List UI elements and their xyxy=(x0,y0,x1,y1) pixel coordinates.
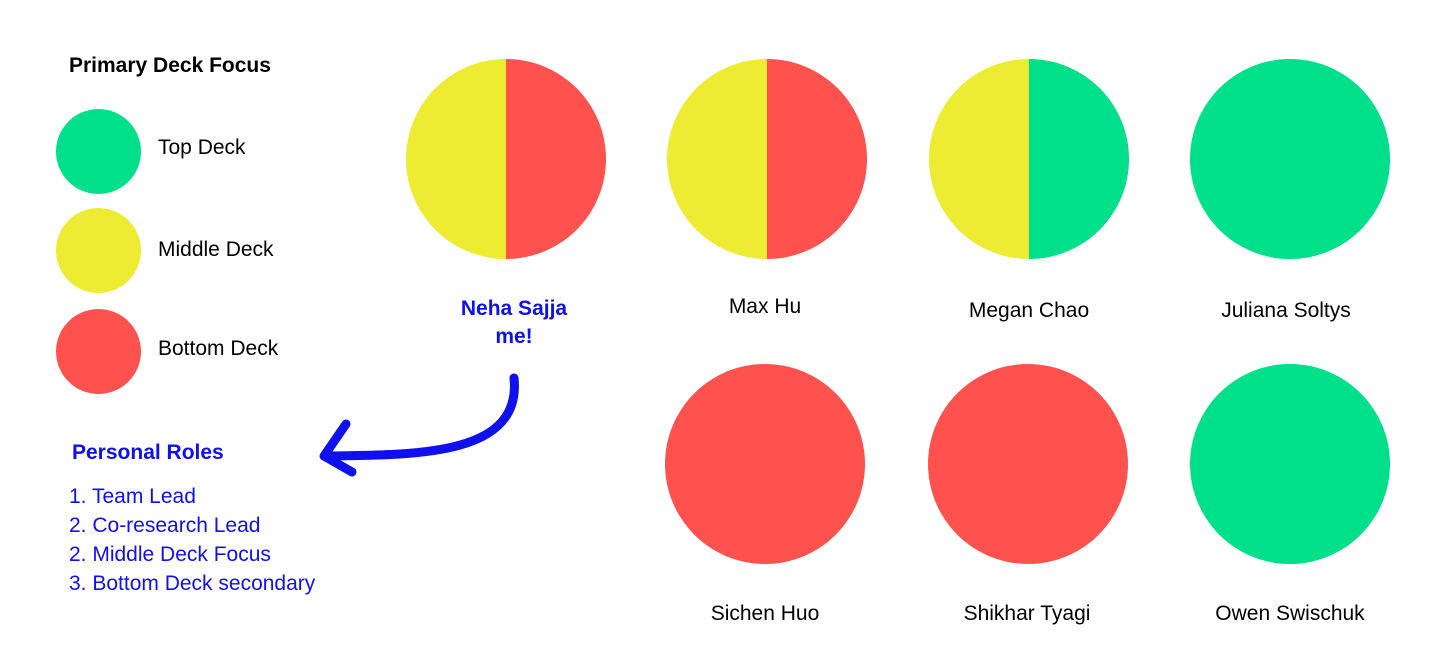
role-item: 2. Middle Deck Focus xyxy=(69,543,271,566)
deck-segment-bottom-deck xyxy=(928,364,1128,564)
top-deck-swatch xyxy=(56,109,141,194)
member-circle-megan-chao xyxy=(929,59,1129,259)
deck-segment-bottom-deck xyxy=(767,59,867,259)
deck-segment-top-deck xyxy=(1190,59,1390,259)
member-note: me! xyxy=(495,325,533,348)
member-name-shikhar-tyagi: Shikhar Tyagi xyxy=(963,602,1091,625)
member-name-text: Neha Sajja xyxy=(460,297,568,320)
deck-segment-top-deck xyxy=(1190,364,1390,564)
member-circle-juliana-soltys xyxy=(1190,59,1390,259)
member-name-megan-chao: Megan Chao xyxy=(968,299,1090,322)
member-circle-neha-sajja xyxy=(406,59,606,259)
role-item: 3. Bottom Deck secondary xyxy=(69,572,316,595)
deck-segment-bottom-deck xyxy=(506,59,606,259)
deck-segment-middle-deck xyxy=(406,59,506,259)
member-name-neha-sajja: Neha Sajja me! xyxy=(394,295,634,351)
deck-segment-middle-deck xyxy=(667,59,767,259)
bottom-deck-swatch xyxy=(56,309,141,394)
member-name-max-hu: Max Hu xyxy=(728,295,802,318)
arrow-head xyxy=(319,419,357,477)
arrow-shaft xyxy=(323,373,519,461)
legend-label-middle-deck: Middle Deck xyxy=(158,238,274,261)
personal-roles-title: Personal Roles xyxy=(72,441,224,464)
middle-deck-swatch xyxy=(56,208,141,293)
personal-roles-list: 1. Team Lead 2. Co-research Lead 2. Midd… xyxy=(69,482,315,598)
role-item: 1. Team Lead xyxy=(69,485,196,508)
deck-segment-bottom-deck xyxy=(665,364,865,564)
member-name-juliana-soltys: Juliana Soltys xyxy=(1221,299,1351,322)
member-circle-max-hu xyxy=(667,59,867,259)
deck-segment-top-deck xyxy=(1029,59,1129,259)
member-name-sichen-huo: Sichen Huo xyxy=(710,602,820,625)
legend-title: Primary Deck Focus xyxy=(69,54,271,77)
member-circles xyxy=(406,59,1390,564)
member-circle-owen-swischuk xyxy=(1190,364,1390,564)
member-name-owen-swischuk: Owen Swischuk xyxy=(1215,602,1365,625)
role-item: 2. Co-research Lead xyxy=(69,514,261,537)
legend-label-bottom-deck: Bottom Deck xyxy=(158,337,279,360)
member-circle-shikhar-tyagi xyxy=(928,364,1128,564)
legend-label-top-deck: Top Deck xyxy=(158,136,246,159)
deck-segment-middle-deck xyxy=(929,59,1029,259)
member-circle-sichen-huo xyxy=(665,364,865,564)
